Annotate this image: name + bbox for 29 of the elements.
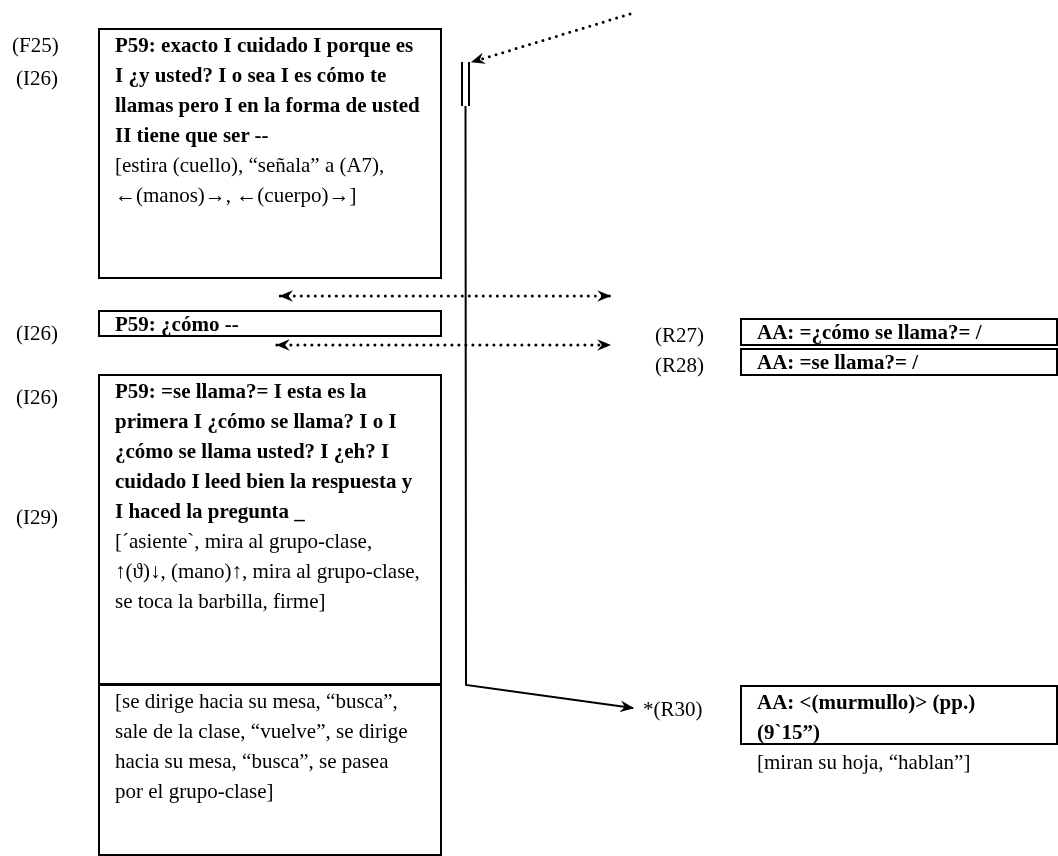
arrow: [275, 339, 612, 351]
turn-box: [98, 310, 442, 337]
turn-code: (I29): [16, 504, 58, 531]
turn-code: (I26): [16, 384, 58, 411]
action-box: [98, 684, 442, 856]
utterance-text: AA: =¿cómo se llama?= /: [757, 320, 983, 344]
arrow: [278, 290, 612, 302]
utterance-text: P59: ¿cómo --: [115, 312, 240, 336]
turn-code: (I26): [16, 65, 58, 92]
reply-box: [740, 348, 1058, 376]
reply-box: [740, 318, 1058, 346]
turn-box: [98, 28, 442, 279]
turn-code: (R28): [655, 352, 704, 379]
action-note: [estira (cuello), “señala” a (A7), ←(manos)→, ←(cuerpo)→]: [115, 152, 386, 209]
turn-code: (F25): [12, 32, 59, 59]
utterance-text: AA: <(murmullo)> (pp.) (9`15”): [757, 689, 977, 746]
action-note: [´asiente`, mira al grupo-clase, ↑(ϑ)↓, (mano)↑, mira al grupo-clase, se toca la barbilla, firme]: [115, 528, 420, 615]
utterance-text: P59: =se llama?= I esta es la primera I ¿cómo se llama? I o I ¿cómo se llama usted? I ¿eh? I cuidado I leed bien la respuesta y I haced la pregunta _: [115, 378, 414, 525]
arrow: [470, 12, 632, 64]
utterance-text: P59: exacto I cuidado I porque es I ¿y usted? I o sea I es cómo te llamas pero I en la forma de usted II tiene que ser --: [115, 32, 420, 149]
turn-code: (R27): [655, 322, 704, 349]
turn-code: (I26): [16, 320, 58, 347]
turn-box: [98, 374, 442, 685]
utterance-text: AA: =se llama?= /: [757, 350, 919, 374]
arrow: [464, 105, 635, 713]
double-bar: [461, 62, 470, 106]
action-note: [miran su hoja, “hablan”]: [757, 749, 972, 776]
action-note: [se dirige hacia su mesa, “busca”, sale de la clase, “vuelve”, se dirige hacia su mesa, “busca”, se pasea por el grupo-clase]: [115, 688, 409, 805]
turn-code: *(R30): [643, 696, 703, 723]
